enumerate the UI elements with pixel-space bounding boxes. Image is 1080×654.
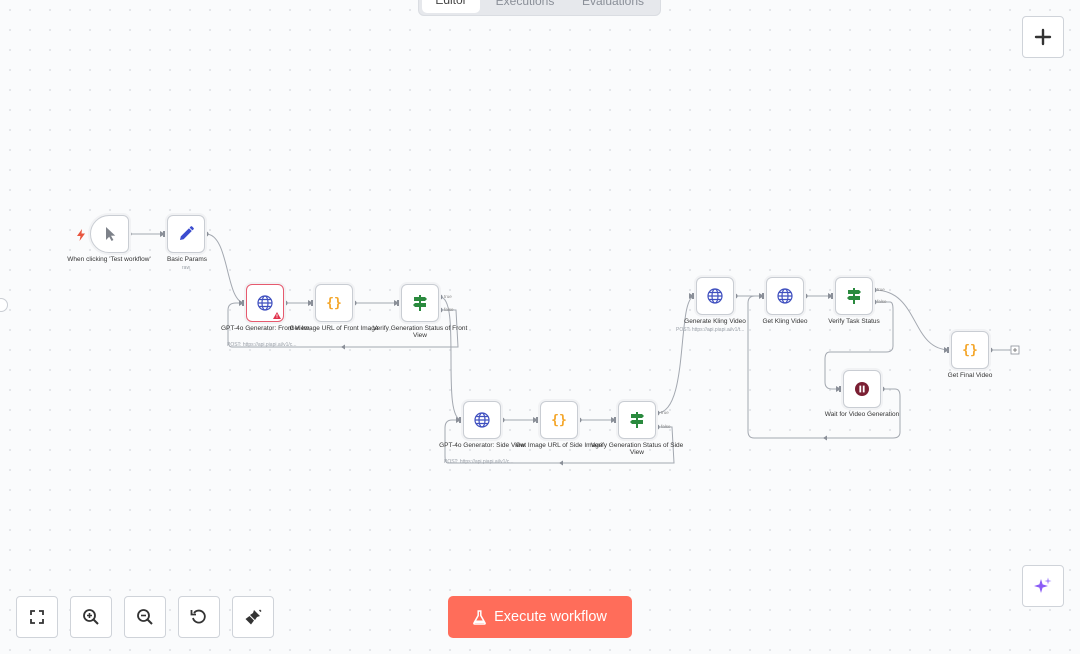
node-get-kling-video[interactable] [766,277,804,315]
code-braces-icon: {} [551,412,567,428]
globe-icon [777,288,793,304]
node-label-verify-task: Verify Task Status [828,318,880,325]
code-braces-icon: {} [326,295,342,311]
node-verify-front-view[interactable] [401,284,439,322]
lightning-icon [77,228,85,246]
code-braces-icon: {} [962,342,978,358]
reset-zoom-icon [190,609,206,624]
ai-assistant-button[interactable] [1022,565,1064,607]
execute-workflow-button[interactable]: Execute workflow [448,596,632,638]
fit-view-icon [30,610,44,624]
fit-view-button[interactable] [16,596,58,638]
node-verify-task-status[interactable] [835,277,873,315]
node-label-verify-front: Verify Generation Status of Front View [372,325,468,340]
execute-workflow-label: Execute workflow [494,609,607,625]
zoom-out-button[interactable] [124,596,166,638]
node-label-trigger: When clicking 'Test workflow' [67,256,151,263]
globe-icon [707,288,723,304]
plus-icon [1034,28,1052,46]
node-label-get-kling: Get Kling Video [762,318,808,325]
cursor-icon [105,227,115,241]
globe-icon [474,412,490,428]
node-verify-side-view[interactable] [618,401,656,439]
pencil-icon [180,226,194,240]
tab-evaluations[interactable]: Evaluations [581,0,645,8]
zoom-out-icon [137,609,153,625]
branch-label-true: true [877,287,885,292]
node-label-wait: Wait for Video Generation [824,411,900,418]
node-wait-for-video-generation[interactable] [843,370,881,408]
tab-editor[interactable]: Editor [422,0,480,13]
zoom-in-icon [83,609,99,625]
branch-label-false: false [661,424,671,429]
view-tabs: Editor Executions Evaluations [418,0,661,16]
pause-icon [855,382,869,396]
node-label-gpt-front: GPT-4o Generator: Front View [220,325,310,332]
signpost-icon [413,295,427,311]
tidy-up-icon [245,609,262,625]
node-sub-gpt-side: POST: https://api.piapi.ai/v1/c... [444,459,514,465]
reset-zoom-button[interactable] [178,596,220,638]
flask-icon [473,609,486,625]
warning-icon [273,312,281,319]
node-sub-basic-params: raw [182,265,191,271]
globe-icon [257,295,273,311]
node-get-front-image-url[interactable]: {} [315,284,353,322]
node-label-verify-side: Verify Generation Status of Side View [590,442,684,457]
branch-label-true: true [661,410,669,415]
signpost-icon [630,412,644,428]
tidy-up-button[interactable] [232,596,274,638]
node-label-basic-params: Basic Params [166,256,208,263]
branch-label-false: false [877,299,887,304]
add-node-button[interactable] [1022,16,1064,58]
signpost-icon [847,288,861,304]
node-label-final: Get Final Video [947,372,993,379]
node-gpt-front-view[interactable] [246,284,284,322]
node-sub-gen-kling: POST: https://api.piapi.ai/v1/t... [676,327,745,333]
node-label-get-front: Get Image URL of Front Image [289,325,379,332]
branch-label-false: false [444,307,454,312]
node-label-get-side: Get Image URL of Side Image [515,442,603,449]
node-gpt-side-view[interactable] [463,401,501,439]
node-label-gpt-side: GPT-4o Generator: Side View [439,442,525,449]
node-manual-trigger[interactable] [90,215,129,253]
node-sub-gpt-front: POST: https://api.piapi.ai/v1/c... [227,342,297,348]
node-get-final-video[interactable]: {} [951,331,989,369]
zoom-in-button[interactable] [70,596,112,638]
node-get-side-image-url[interactable]: {} [540,401,578,439]
node-basic-params[interactable] [167,215,205,253]
sparkle-icon [1034,577,1052,593]
node-generate-kling-video[interactable] [696,277,734,315]
node-label-gen-kling: Generate Kling Video [684,318,746,325]
branch-label-true: true [444,294,452,299]
tab-executions[interactable]: Executions [495,0,555,8]
